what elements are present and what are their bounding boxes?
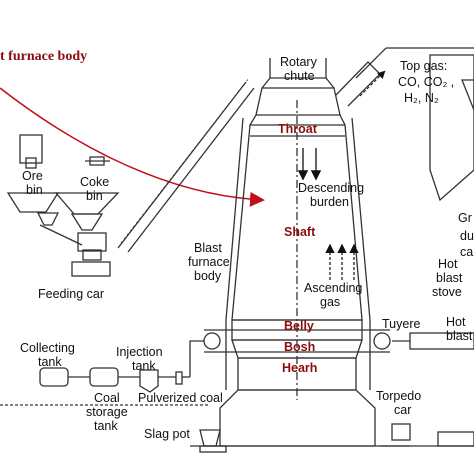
label-ore: Ore (22, 169, 43, 183)
hot-blast-duct (392, 332, 474, 350)
ascending-arrows (325, 243, 359, 280)
slag-pot (199, 429, 221, 447)
label-pulverized-coal: Pulverized coal (138, 391, 223, 405)
label-storage: storage (86, 405, 128, 419)
descending-arrows (297, 148, 322, 181)
label-burden: burden (310, 195, 349, 209)
label-hot-blast-2: blast (446, 329, 473, 343)
label-bosh: Bosh (284, 340, 315, 354)
label-coke: Coke (80, 175, 109, 189)
label-chute: chute (284, 69, 315, 83)
label-body: body (194, 269, 222, 283)
label-throat: Throat (278, 122, 318, 136)
label-shaft: Shaft (284, 225, 316, 239)
label-feeding-car: Feeding car (38, 287, 104, 301)
label-rotary: Rotary (280, 55, 318, 69)
label-coke-bin: bin (86, 189, 103, 203)
label-coal-tank: tank (94, 419, 118, 433)
tuyere-ring (203, 329, 391, 353)
label-hot-stove-3: stove (432, 285, 462, 299)
label-gravity-2: du (460, 229, 474, 243)
conveyor-belt (117, 77, 255, 253)
label-coal: Coal (94, 391, 120, 405)
label-hot-blast-1: Hot (446, 315, 466, 329)
label-descending: Descending (298, 181, 364, 195)
top-gas-duct (335, 47, 474, 202)
label-slag-pot: Slag pot (144, 427, 190, 441)
label-torpedo-car: car (394, 403, 411, 417)
label-furnace: furnace (188, 255, 230, 269)
label-ore-bin: bin (26, 183, 43, 197)
label-torpedo: Torpedo (376, 389, 421, 403)
label-hot-stove-1: Hot (438, 257, 458, 271)
label-collecting: Collecting (20, 341, 75, 355)
torpedo-car (380, 423, 474, 447)
label-belly: Belly (284, 319, 314, 333)
feeding-bins (6, 134, 120, 277)
top-gas-arrow (359, 70, 386, 97)
title-arrow (0, 87, 265, 207)
label-hearh: Hearh (282, 361, 317, 375)
label-injection-tank: tank (132, 359, 156, 373)
label-ascending: Ascending (304, 281, 362, 295)
label-collecting-tank: tank (38, 355, 62, 369)
coal-injection-line (0, 340, 210, 406)
title-partial: t furnace body (0, 49, 87, 64)
label-gravity-3: ca (460, 245, 473, 259)
label-gas: gas (320, 295, 340, 309)
label-blast: Blast (194, 241, 222, 255)
label-tuyere: Tuyere (382, 317, 420, 331)
label-top-gas-3: H₂, N₂ (404, 91, 439, 105)
label-top-gas: Top gas: (400, 59, 447, 73)
label-hot-stove-2: blast (436, 271, 463, 285)
label-gravity-1: Gr (458, 211, 472, 225)
label-top-gas-2: CO, CO₂ , (398, 75, 454, 89)
label-injection: Injection (116, 345, 163, 359)
